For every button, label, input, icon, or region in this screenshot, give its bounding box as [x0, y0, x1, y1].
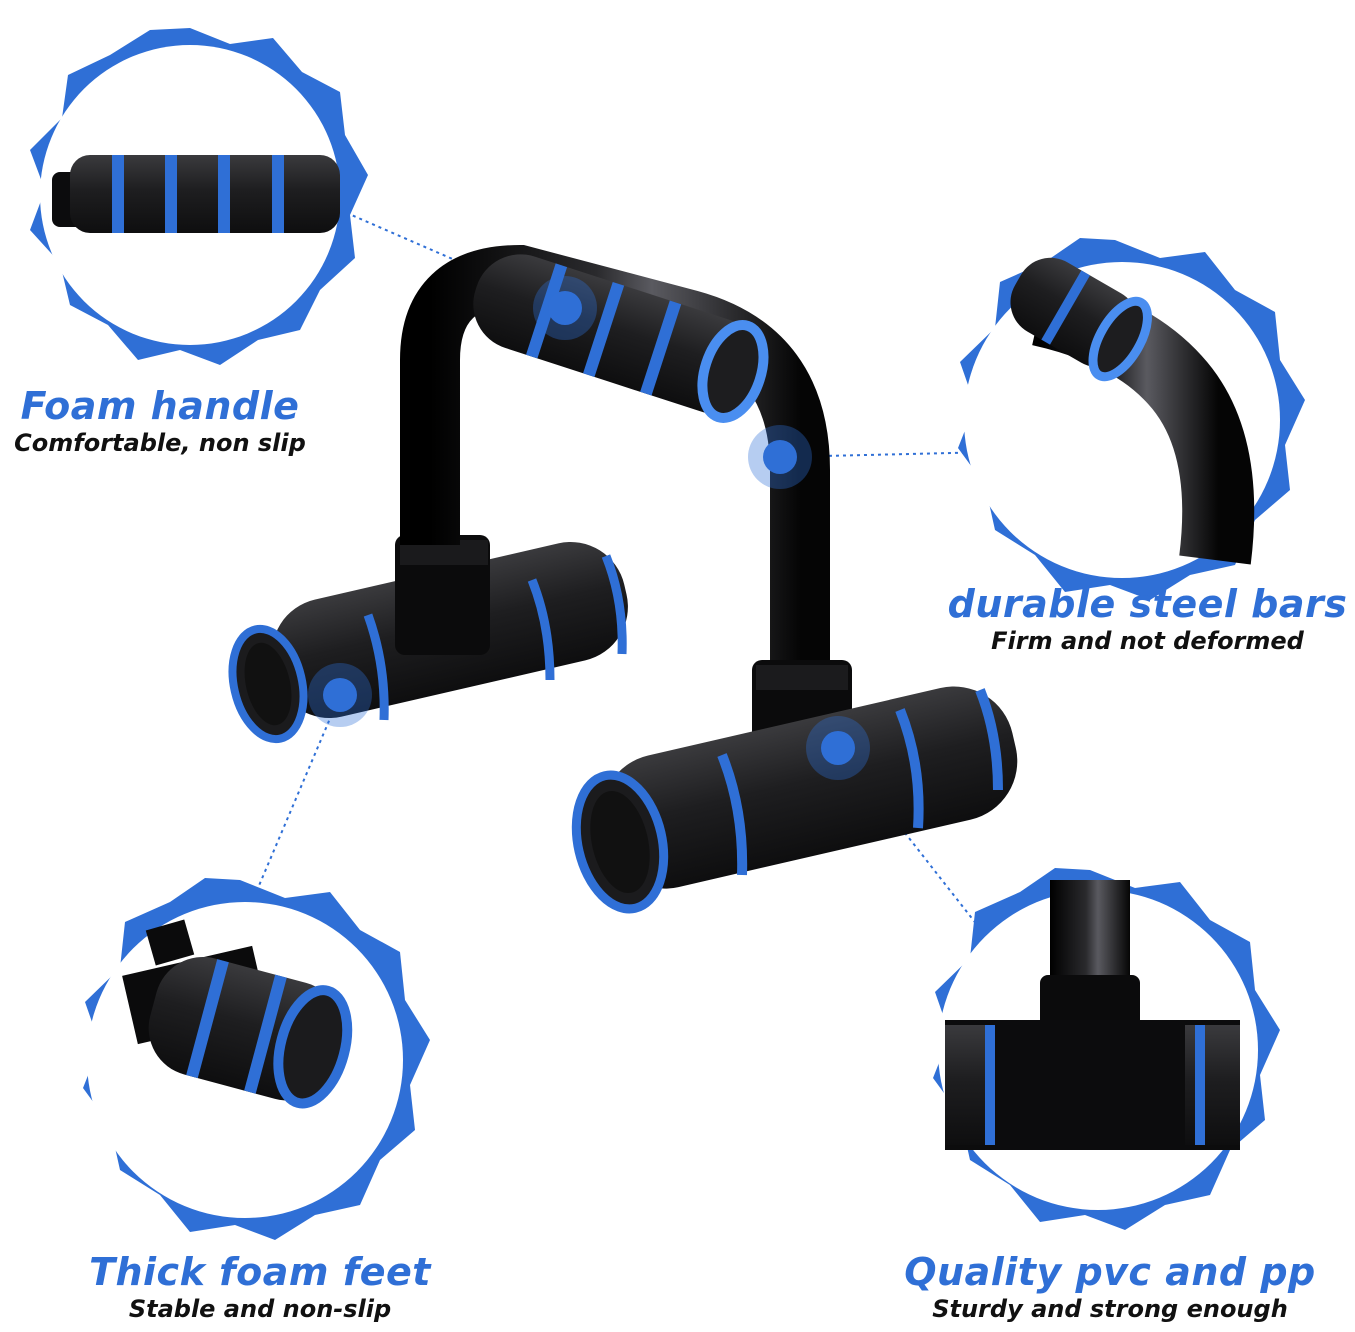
foam-grip	[473, 254, 769, 423]
foam-handle-title: Foam handle	[20, 384, 300, 428]
steel-bars-title: durable steel bars	[947, 582, 1348, 626]
foam-feet-title: Thick foam feet	[89, 1250, 431, 1294]
t-joint-closeup	[933, 868, 1280, 1230]
push-up-bar-product	[228, 244, 1018, 914]
foam-feet-subtitle: Stable and non-slip	[128, 1295, 392, 1323]
foam-feet-caption: Thick foam feet Stable and non-slip	[60, 1250, 460, 1324]
foam-foot-closeup	[83, 878, 430, 1240]
pvc-pp-caption: Quality pvc and pp Sturdy and strong eno…	[880, 1250, 1340, 1324]
pvc-pp-subtitle: Sturdy and strong enough	[932, 1295, 1288, 1323]
steel-bar-closeup	[958, 238, 1305, 600]
steel-bars-subtitle: Firm and not deformed	[991, 627, 1304, 655]
hotspot-markers	[308, 276, 870, 780]
foam-handle-caption: Foam handle Comfortable, non slip	[0, 384, 320, 458]
foam-handle-closeup	[30, 28, 368, 365]
front-foot	[571, 686, 1018, 914]
pvc-pp-title: Quality pvc and pp	[904, 1250, 1316, 1294]
steel-bars-caption: durable steel bars Firm and not deformed	[940, 582, 1355, 656]
foam-handle-subtitle: Comfortable, non slip	[14, 429, 306, 457]
